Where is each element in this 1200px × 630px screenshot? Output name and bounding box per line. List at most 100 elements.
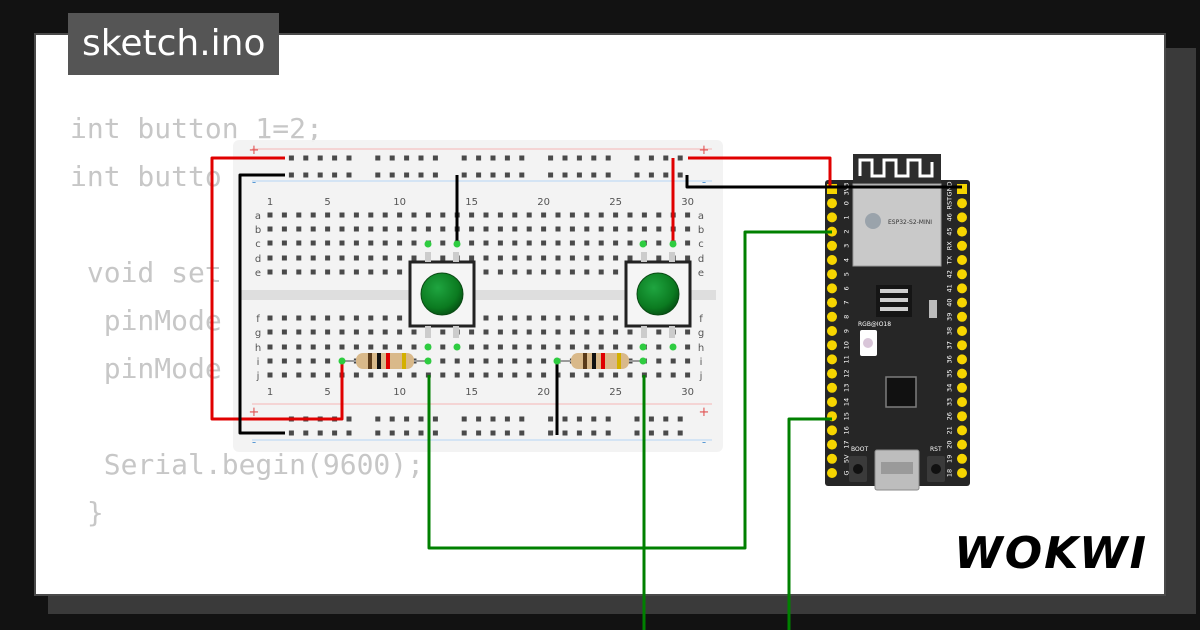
esp32-board[interactable]: ESP32-S2-MINI RGB@IO18 BOOT RST 3V301234… [825, 154, 970, 491]
column-number-label: 15 [465, 197, 478, 208]
esp32-pin-label: RST [945, 197, 953, 210]
connection-dots [338, 240, 677, 365]
resistor-left[interactable] [342, 353, 428, 369]
file-title-badge[interactable]: sketch.ino [68, 13, 280, 75]
esp32-pin-label: 40 [945, 298, 953, 306]
esp32-pin[interactable] [827, 326, 837, 336]
esp32-pin[interactable] [957, 326, 967, 336]
row-letter-label: e [255, 268, 261, 279]
esp32-pin[interactable] [827, 425, 837, 436]
esp32-pin-label: 38 [945, 327, 953, 335]
rail-plus-label: + [699, 143, 710, 158]
esp32-pin[interactable] [827, 340, 837, 351]
esp32-pin-label: 7 [842, 301, 850, 305]
esp32-pin-label: 3 [842, 244, 850, 248]
row-letter-label: i [257, 357, 260, 368]
row-letter-label: a [255, 211, 261, 222]
boot-label: BOOT [851, 446, 868, 453]
esp32-pin[interactable] [957, 397, 967, 407]
esp32-pins: 3V3012345678910111213141516175VGGNDRST46… [827, 182, 967, 478]
esp32-pin-label: 2 [842, 230, 850, 234]
row-letter-label: h [698, 343, 704, 354]
esp32-pin[interactable] [957, 283, 967, 294]
esp32-pin-label: 12 [842, 369, 850, 377]
esp32-pin[interactable] [827, 368, 837, 379]
push-button-right[interactable] [624, 252, 692, 338]
wires [210, 156, 962, 630]
esp32-pin[interactable] [957, 255, 967, 265]
code-line: void loop(){ [70, 585, 424, 594]
esp32-pin[interactable] [957, 425, 967, 436]
esp32-pin[interactable] [957, 382, 967, 393]
esp32-pin[interactable] [827, 354, 837, 365]
column-number-label: 30 [681, 197, 694, 208]
esp32-pin[interactable] [827, 397, 837, 407]
esp32-pin[interactable] [957, 340, 967, 351]
row-letter-label: h [255, 343, 261, 354]
esp32-pin-label: 1 [842, 215, 850, 219]
esp32-pin[interactable] [957, 468, 967, 478]
column-number-label: 5 [324, 197, 330, 208]
esp32-pin[interactable] [957, 297, 967, 308]
esp32-pin[interactable] [827, 269, 837, 280]
esp32-pin[interactable] [827, 311, 837, 322]
esp32-pin[interactable] [957, 411, 967, 422]
code-line: } [70, 496, 104, 529]
esp32-pin-label: 34 [945, 384, 953, 392]
row-letter-label: d [255, 254, 261, 265]
esp32-pin[interactable] [957, 439, 967, 450]
row-letter-label: g [698, 328, 704, 339]
wire-red-left-rail [210, 156, 344, 421]
esp32-pin-label: 5V [842, 454, 850, 463]
esp32-pin-label: 20 [945, 440, 953, 448]
esp32-pin[interactable] [827, 453, 837, 464]
esp32-pin[interactable] [957, 269, 967, 280]
esp32-pin[interactable] [827, 297, 837, 308]
esp32-pin[interactable] [827, 240, 837, 251]
esp32-pin[interactable] [957, 198, 967, 209]
esp32-pin-label: 10 [842, 341, 850, 349]
antenna-icon [858, 158, 934, 178]
code-line: pinMode [70, 352, 222, 385]
esp32-pin[interactable] [957, 212, 967, 223]
esp32-pin[interactable] [957, 240, 967, 251]
rail-minus-label: - [252, 435, 256, 449]
esp32-pin-label: 35 [945, 369, 953, 377]
esp32-pin-label: 4 [842, 258, 850, 262]
esp32-pin[interactable] [957, 311, 967, 322]
esp32-pin-label: GND [945, 182, 953, 197]
esp32-pin[interactable] [827, 283, 837, 294]
esp32-module [852, 183, 942, 267]
push-button-left[interactable] [408, 252, 476, 338]
esp32-pin-label: 8 [842, 315, 850, 319]
esp32-pin[interactable] [957, 354, 967, 365]
resistor-right[interactable] [557, 353, 643, 369]
esp32-pin[interactable] [827, 212, 837, 223]
esp32-pin[interactable] [827, 198, 837, 209]
code-line: Serial.begin(9600); [70, 448, 425, 481]
row-letter-label: c [698, 239, 704, 250]
esp32-pin-label: 26 [945, 412, 953, 420]
esp32-pin[interactable] [827, 439, 837, 450]
row-letter-label: b [698, 225, 704, 236]
esp32-pin[interactable] [957, 226, 967, 237]
rst-label: RST [930, 446, 942, 453]
row-letter-label: g [255, 328, 261, 339]
column-number-label: 15 [465, 387, 478, 398]
esp32-pin-label: 0 [842, 201, 850, 205]
esp32-pin-label: 5 [842, 272, 850, 276]
esp32-pin[interactable] [957, 453, 967, 464]
esp32-pin-label: 45 [945, 227, 953, 235]
esp32-pin[interactable] [827, 468, 837, 478]
esp32-pin[interactable] [827, 255, 837, 265]
row-letter-label: a [698, 211, 704, 222]
column-number-label: 10 [393, 197, 406, 208]
column-number-label: 25 [609, 387, 622, 398]
esp32-pin[interactable] [827, 382, 837, 393]
esp32-pin[interactable] [957, 368, 967, 379]
esp32-pin-label: 18 [945, 469, 953, 477]
esp32-pin-label: 3V3 [842, 183, 850, 196]
code-line: int butto [70, 160, 222, 193]
